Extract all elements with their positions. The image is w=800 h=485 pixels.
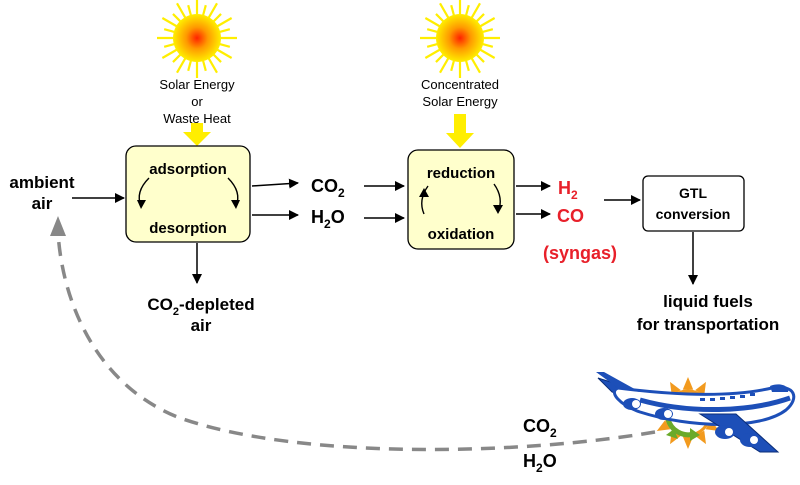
sun-ray [464, 4, 470, 18]
oxidation-label: oxidation [428, 226, 495, 243]
cycle-arrow-left-2 [421, 185, 429, 215]
co-label: CO [557, 206, 584, 226]
cycle-arrowhead-right [231, 200, 240, 209]
sun-ray [217, 28, 231, 34]
conversion-label: conversion [656, 206, 731, 222]
sun-ray [207, 2, 218, 20]
sun-ray [426, 28, 440, 34]
sun-ray [439, 2, 450, 20]
reduction-label: reduction [427, 165, 495, 182]
sun-ray [161, 17, 179, 28]
concentrated-label: Concentrated [421, 77, 499, 92]
sun-ray [176, 2, 187, 20]
co2-out-arrow [251, 178, 299, 189]
sun-ray [424, 48, 442, 59]
sun-ray [172, 52, 183, 63]
recycle-sun-ray [695, 430, 706, 445]
concentrated-solar-arrow [446, 114, 474, 148]
sun-ray [217, 42, 231, 48]
sun-ray [480, 28, 494, 34]
air-label: air [32, 194, 53, 213]
adsorption-desorption-box [125, 145, 251, 243]
sun-ray [464, 58, 470, 72]
co2-depleted-label: CO2-depleted [147, 295, 254, 318]
sun-ray [176, 56, 187, 74]
airplane-icon [596, 372, 796, 453]
gtl-conversion-box [642, 175, 745, 232]
desorption-label: desorption [149, 220, 227, 237]
sun-ray [161, 48, 179, 59]
exhaust-h2o-label: H2O [523, 451, 557, 475]
liquid-fuels-label: liquid fuels [663, 292, 753, 311]
co2-label: CO2 [311, 176, 345, 200]
exhaust-co2-label: CO2 [523, 416, 557, 440]
sun-ray [470, 56, 481, 74]
sun-ray [424, 17, 442, 28]
sun-ray [211, 52, 222, 63]
sun-ray [215, 48, 233, 59]
waste-heat-label: Waste Heat [163, 111, 231, 126]
sun-icon [157, 0, 237, 78]
sun-ray [426, 42, 440, 48]
cycle-arrowhead-left [137, 200, 146, 209]
ambient-label: ambient [9, 173, 75, 192]
sun-ray [450, 58, 456, 72]
solar-or-label: or [191, 94, 203, 109]
sun-ray [478, 48, 496, 59]
reduction-oxidation-box [407, 149, 515, 250]
return-arrowhead [50, 216, 66, 236]
sun-core [173, 14, 221, 62]
recycle-sun-ray [656, 420, 671, 431]
adsorption-label: adsorption [149, 161, 227, 178]
sun-ray [480, 42, 494, 48]
sun-core [436, 14, 484, 62]
solar-energy-label: Solar Energy [159, 77, 235, 92]
sun-ray [439, 56, 450, 74]
solar-input-arrow [183, 123, 211, 146]
h2-label: H2 [558, 178, 578, 202]
syngas-label: (syngas) [543, 243, 617, 263]
recycle-sun-ray [682, 377, 694, 390]
sun-ray [172, 13, 183, 24]
sun-ray [211, 13, 222, 24]
exhaust-return-path [56, 231, 656, 452]
gtl-label: GTL [679, 185, 707, 201]
sun-ray [215, 17, 233, 28]
depleted-air-label: air [191, 316, 212, 335]
sun-ray [470, 2, 481, 20]
sun-ray [478, 17, 496, 28]
solar-energy-label-2: Solar Energy [422, 94, 498, 109]
sun-ray [163, 42, 177, 48]
cycle-arrowhead-right-2 [493, 205, 503, 214]
for-transportation-label: for transportation [637, 315, 780, 334]
sun-icon [420, 0, 500, 78]
recycle-sun-ray [695, 381, 706, 396]
cycle-arrowhead-left-2 [419, 188, 429, 197]
sun-ray [207, 56, 218, 74]
sun-ray [163, 28, 177, 34]
sun-ray [450, 4, 456, 18]
h2o-label: H2O [311, 207, 345, 231]
